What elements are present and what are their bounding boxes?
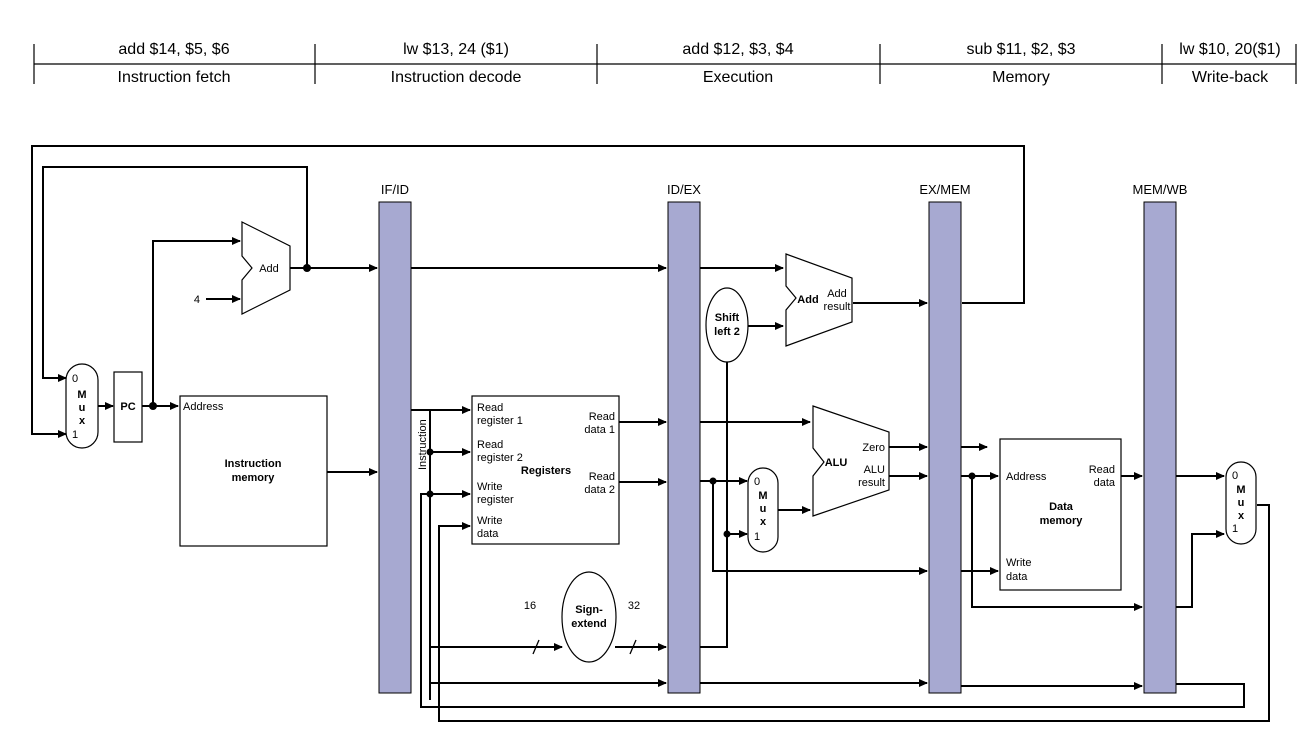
- svg-text:1: 1: [754, 531, 760, 543]
- pipeline-register-ex-mem: [928, 201, 962, 694]
- svg-text:result: result: [824, 301, 851, 313]
- svg-text:x: x: [79, 415, 86, 427]
- svg-text:ALU: ALU: [864, 464, 885, 476]
- svg-text:data: data: [1006, 571, 1028, 583]
- svg-text:Read: Read: [589, 411, 615, 423]
- instr-wb: lw $10, 20($1): [1179, 41, 1280, 58]
- id-ex-label: ID/EX: [667, 182, 701, 197]
- svg-text:0: 0: [754, 476, 760, 488]
- instr-if: add $14, $5, $6: [118, 41, 229, 58]
- pipeline-register-mem-wb: [1143, 201, 1177, 694]
- svg-text:1: 1: [1232, 523, 1238, 535]
- svg-text:result: result: [858, 477, 885, 489]
- shift-left-2-unit: Shift left 2: [705, 287, 749, 363]
- data-memory: Address Read data Data memory Write data: [999, 438, 1122, 591]
- svg-text:register 1: register 1: [477, 415, 523, 427]
- svg-text:1: 1: [72, 429, 78, 441]
- svg-text:0: 0: [1232, 470, 1238, 482]
- alu: ALU Zero ALU result: [812, 405, 890, 517]
- svg-text:data: data: [477, 528, 499, 540]
- program-counter: PC: [113, 371, 143, 443]
- pipeline-register-id-ex: [667, 201, 701, 694]
- stage-wb: Write-back: [1192, 69, 1269, 86]
- svg-text:PC: PC: [120, 401, 135, 413]
- sign-extend-out-width: 32: [628, 600, 640, 612]
- datapath-wires: [31, 145, 1270, 722]
- svg-text:Instruction: Instruction: [225, 458, 282, 470]
- svg-text:data: data: [1094, 477, 1116, 489]
- svg-text:Read: Read: [1089, 464, 1115, 476]
- svg-text:M: M: [77, 389, 86, 401]
- stage-mem: Memory: [992, 69, 1050, 86]
- constant-four: 4: [194, 294, 200, 306]
- svg-text:Read: Read: [477, 439, 503, 451]
- svg-text:Address: Address: [1006, 471, 1047, 483]
- stage-if: Instruction fetch: [118, 69, 231, 86]
- svg-text:left 2: left 2: [714, 326, 740, 338]
- svg-text:M: M: [758, 490, 767, 502]
- mem-wb-label: MEM/WB: [1133, 182, 1188, 197]
- branch-adder: Add Add result: [785, 253, 853, 347]
- svg-text:data 2: data 2: [584, 484, 615, 496]
- svg-text:Add: Add: [259, 263, 279, 275]
- svg-text:memory: memory: [232, 472, 276, 484]
- svg-text:u: u: [79, 402, 86, 414]
- stage-ex: Execution: [703, 69, 773, 86]
- svg-text:0: 0: [72, 373, 78, 385]
- instr-id: lw $13, 24 ($1): [403, 41, 509, 58]
- svg-text:Add: Add: [827, 288, 847, 300]
- if-id-label: IF/ID: [381, 182, 409, 197]
- pipeline-registers: IF/ID ID/EX EX/MEM MEM/WB: [378, 182, 1188, 694]
- svg-text:M: M: [1236, 484, 1245, 496]
- svg-text:u: u: [760, 503, 767, 515]
- svg-text:Sign-: Sign-: [575, 604, 603, 616]
- ex-mem-label: EX/MEM: [919, 182, 970, 197]
- register-file: Read register 1 Read register 2 Write re…: [471, 395, 620, 545]
- pipeline-register-if-id: [378, 201, 412, 694]
- sign-extend-in-width: 16: [524, 600, 536, 612]
- svg-text:extend: extend: [571, 618, 606, 630]
- svg-text:Read: Read: [477, 402, 503, 414]
- svg-text:Address: Address: [183, 401, 224, 413]
- instruction-bus-label: Instruction: [417, 419, 429, 470]
- svg-text:x: x: [1238, 510, 1245, 522]
- svg-text:Write: Write: [477, 515, 502, 527]
- svg-text:Zero: Zero: [862, 442, 885, 454]
- svg-text:Registers: Registers: [521, 465, 571, 477]
- svg-text:Data: Data: [1049, 501, 1074, 513]
- svg-text:x: x: [760, 516, 767, 528]
- svg-text:data 1: data 1: [584, 424, 615, 436]
- svg-text:memory: memory: [1040, 515, 1084, 527]
- svg-text:ALU: ALU: [825, 457, 848, 469]
- instruction-memory: Address Instruction memory: [179, 395, 328, 547]
- svg-text:Add: Add: [797, 294, 818, 306]
- svg-text:Write: Write: [1006, 557, 1031, 569]
- instr-mem: sub $11, $2, $3: [966, 41, 1075, 58]
- write-back-mux: 0 M u x 1: [1225, 461, 1257, 545]
- svg-text:u: u: [1238, 497, 1245, 509]
- svg-text:register: register: [477, 494, 514, 506]
- instr-ex: add $12, $3, $4: [682, 41, 793, 58]
- pc-mux: 0 M u x 1: [65, 363, 99, 449]
- alu-source-mux: 0 M u x 1: [747, 467, 779, 553]
- svg-text:register 2: register 2: [477, 452, 523, 464]
- svg-text:Read: Read: [589, 471, 615, 483]
- sign-extend-unit: Sign- extend 16 32: [524, 571, 640, 663]
- header-table: add $14, $5, $6 lw $13, 24 ($1) add $12,…: [33, 41, 1297, 86]
- svg-text:Write: Write: [477, 481, 502, 493]
- svg-text:Shift: Shift: [715, 312, 740, 324]
- pc-adder: Add 4: [194, 221, 291, 315]
- stage-id: Instruction decode: [391, 69, 522, 86]
